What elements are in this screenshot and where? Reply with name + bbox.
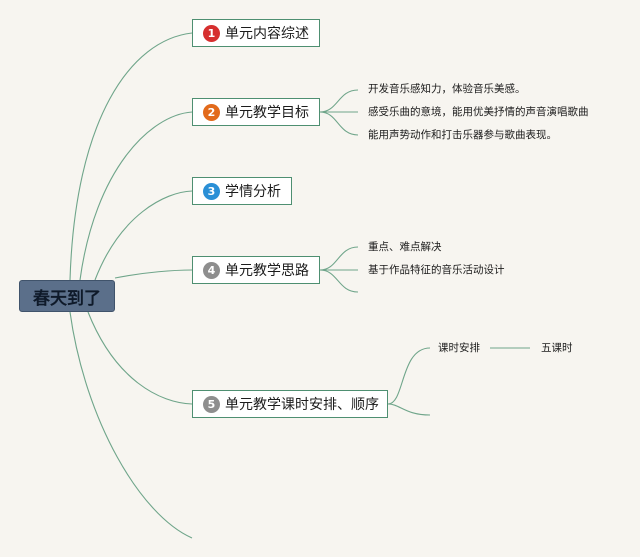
number-badge-2: 2 [203, 103, 220, 121]
schedule-label[interactable]: 课时安排 [438, 342, 480, 354]
number-badge-3: 3 [203, 182, 220, 200]
link-root-topic-1 [69, 32, 193, 281]
link-schedule-extra [387, 403, 431, 416]
topic-unit-overview[interactable]: 1 单元内容综述 [192, 19, 320, 47]
link-idea-1 [319, 246, 359, 271]
idea-item[interactable]: 重点、难点解决 [368, 241, 442, 253]
topic-learner-analysis[interactable]: 3 学情分析 [192, 177, 292, 205]
goal-item[interactable]: 开发音乐感知力，体验音乐美感。 [368, 83, 526, 95]
topic-label: 单元教学思路 [225, 263, 309, 279]
link-root-topic-5 [87, 311, 193, 405]
root-topic[interactable]: 春天到了 [19, 280, 115, 312]
schedule-value[interactable]: 五课时 [541, 342, 573, 354]
goal-item[interactable]: 感受乐曲的意境，能用优美抒情的声音演唱歌曲 [368, 106, 589, 118]
number-badge-4: 4 [203, 261, 220, 279]
topic-label: 学情分析 [225, 184, 281, 200]
topic-label: 单元内容综述 [225, 26, 309, 42]
topic-label: 单元教学课时安排、顺序 [225, 397, 379, 413]
link-root-topic-4 [114, 269, 193, 279]
link-root-topic-2 [79, 111, 193, 281]
link-goal-1 [319, 89, 359, 113]
topic-lesson-schedule[interactable]: 5 单元教学课时安排、顺序 [192, 390, 388, 418]
link-idea-3 [319, 269, 359, 293]
link-root-extra [69, 311, 193, 539]
link-schedule-label [387, 347, 431, 405]
root-topic-label: 春天到了 [33, 288, 101, 309]
link-goal-3 [319, 111, 359, 136]
idea-item[interactable]: 基于作品特征的音乐活动设计 [368, 264, 505, 276]
goal-item[interactable]: 能用声势动作和打击乐器参与歌曲表现。 [368, 129, 557, 141]
link-root-topic-3 [94, 190, 193, 281]
topic-teaching-goals[interactable]: 2 单元教学目标 [192, 98, 320, 126]
number-badge-1: 1 [203, 24, 220, 42]
topic-teaching-approach[interactable]: 4 单元教学思路 [192, 256, 320, 284]
number-badge-5: 5 [203, 395, 220, 413]
topic-label: 单元教学目标 [225, 105, 309, 121]
